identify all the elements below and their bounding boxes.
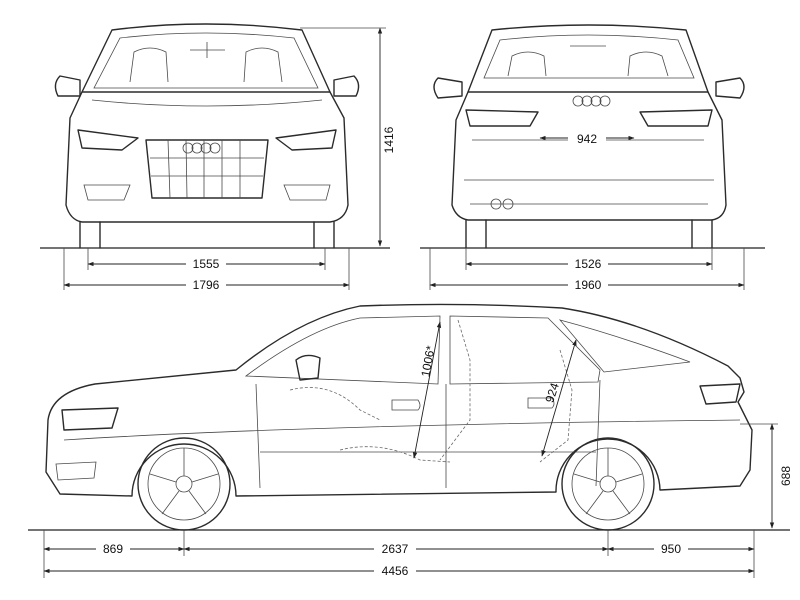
side-view: 1006* 924 688 869 2637 950 4456 <box>28 303 793 578</box>
rear-boot-height-label: 688 <box>779 466 793 486</box>
front-view: 1416 1555 1796 <box>40 23 396 292</box>
rear-overhang-label: 950 <box>661 542 681 556</box>
front-headroom-label: 1006* <box>418 344 437 378</box>
rear-view: 942 1526 1960 <box>420 24 765 292</box>
rear-width-label: 1960 <box>575 278 602 292</box>
rear-track-label: 1526 <box>575 257 602 271</box>
front-width-label: 1796 <box>193 278 220 292</box>
front-overhang-label: 869 <box>103 542 123 556</box>
overall-length-label: 4456 <box>382 564 409 578</box>
front-height-label: 1416 <box>382 126 396 153</box>
rear-window-width-label: 942 <box>577 132 597 146</box>
front-track-label: 1555 <box>193 257 220 271</box>
wheelbase-label: 2637 <box>382 542 409 556</box>
rear-headroom-label: 924 <box>542 381 562 405</box>
